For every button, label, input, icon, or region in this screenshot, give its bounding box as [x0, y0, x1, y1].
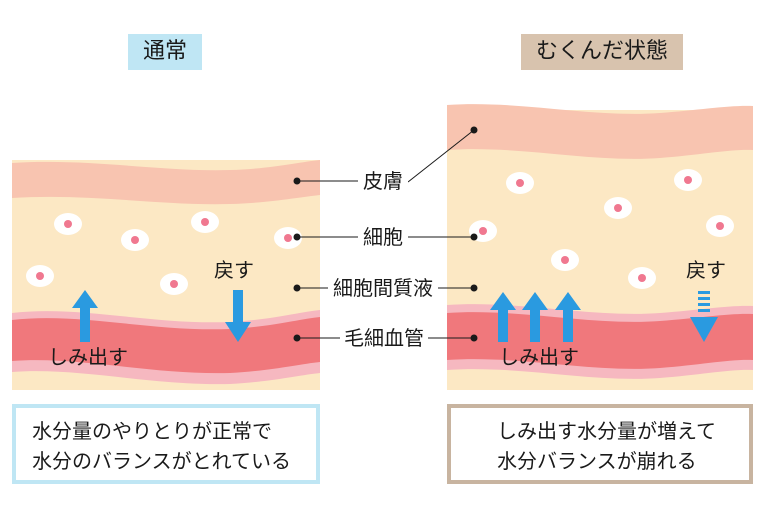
cell	[191, 211, 219, 233]
swollen-caption-line2: 水分バランスが崩れる	[497, 449, 697, 473]
leader-lines	[293, 126, 478, 342]
normal-out-label: しみ出す	[48, 345, 128, 369]
swollen-up-arrows	[490, 292, 581, 342]
swollen-skin-layer	[447, 104, 753, 159]
swollen-dashed-down-arrow	[690, 291, 718, 342]
normal-back-label: 戻す	[214, 258, 254, 282]
cell	[674, 169, 702, 191]
normal-down-arrow	[225, 290, 251, 342]
normal-caption-line2: 水分のバランスがとれている	[32, 449, 291, 473]
capillary-label: 毛細血管	[340, 325, 428, 351]
cell	[604, 197, 632, 219]
cell	[26, 265, 54, 287]
swollen-panel	[447, 104, 753, 390]
cell	[274, 227, 302, 249]
cell	[628, 267, 656, 289]
swollen-out-label: しみ出す	[499, 345, 579, 369]
swollen-back-label: 戻す	[686, 258, 726, 282]
swollen-vessel	[447, 312, 753, 369]
interstitial-fluid-label: 細胞間質液	[328, 275, 438, 301]
cell	[54, 213, 82, 235]
normal-caption: 水分量のやりとりが正常で 水分のバランスがとれている	[12, 404, 320, 484]
cell	[121, 229, 149, 251]
normal-cells	[26, 211, 302, 295]
normal-panel	[12, 160, 320, 390]
cell	[551, 249, 579, 271]
normal-title-badge: 通常	[128, 34, 202, 70]
swollen-title-badge: むくんだ状態	[521, 34, 683, 70]
normal-skin-layer	[12, 160, 320, 205]
normal-up-arrow	[72, 290, 98, 342]
cell	[506, 172, 534, 194]
swollen-caption: しみ出す水分量が増えて 水分バランスが崩れる	[447, 404, 753, 484]
cell	[706, 215, 734, 237]
normal-caption-line1: 水分量のやりとりが正常で	[32, 419, 272, 443]
skin-label: 皮膚	[358, 168, 408, 194]
cell-label: 細胞	[358, 224, 408, 250]
cell	[160, 273, 188, 295]
swollen-caption-line1: しみ出す水分量が増えて	[497, 419, 716, 443]
